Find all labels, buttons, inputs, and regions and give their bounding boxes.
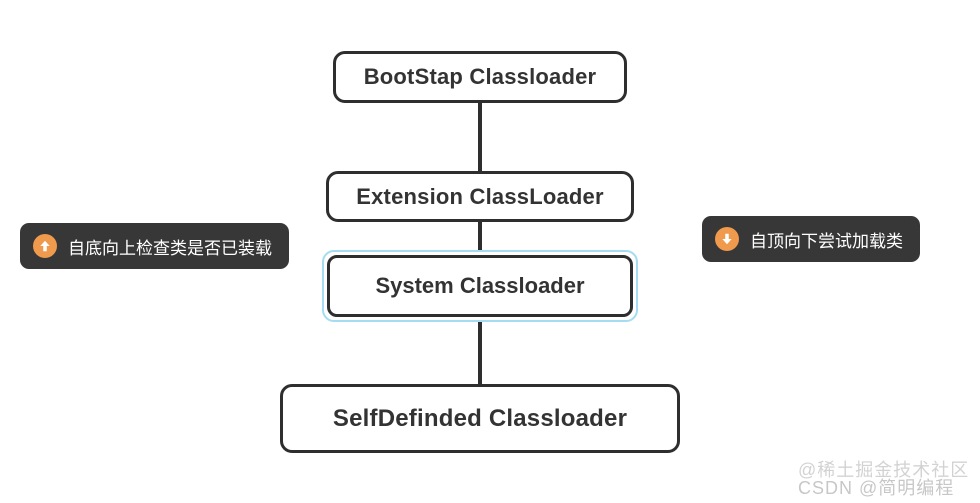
node-selfdefined-classloader[interactable]: SelfDefinded Classloader <box>280 384 680 453</box>
node-extension-classloader[interactable]: Extension ClassLoader <box>326 171 634 222</box>
annotation-top-down-load[interactable]: 自顶向下尝试加载类 <box>702 216 920 262</box>
node-system-classloader-selection-ring: System Classloader <box>322 250 638 322</box>
node-system-classloader[interactable]: System Classloader <box>327 255 633 317</box>
node-label: System Classloader <box>375 273 585 298</box>
node-label: SelfDefinded Classloader <box>332 404 628 432</box>
annotation-bottom-up-check[interactable]: 自底向上检查类是否已装载 <box>20 223 289 269</box>
watermark-juejin: @稀土掘金技术社区 <box>798 460 970 480</box>
watermark-csdn: CSDN @简明编程 <box>798 478 955 498</box>
node-label: Extension ClassLoader <box>356 183 604 209</box>
connector-bootstrap-extension <box>478 103 482 171</box>
arrow-up-icon <box>33 234 57 258</box>
arrow-down-icon <box>715 227 739 251</box>
node-bootstrap-classloader[interactable]: BootStap Classloader <box>333 51 627 103</box>
annotation-text: 自顶向下尝试加载类 <box>750 231 903 251</box>
node-label: BootStap Classloader <box>363 64 597 89</box>
connector-extension-system <box>478 222 482 250</box>
connector-system-selfdefined <box>478 322 482 384</box>
annotation-text: 自底向上检查类是否已装载 <box>68 238 272 258</box>
